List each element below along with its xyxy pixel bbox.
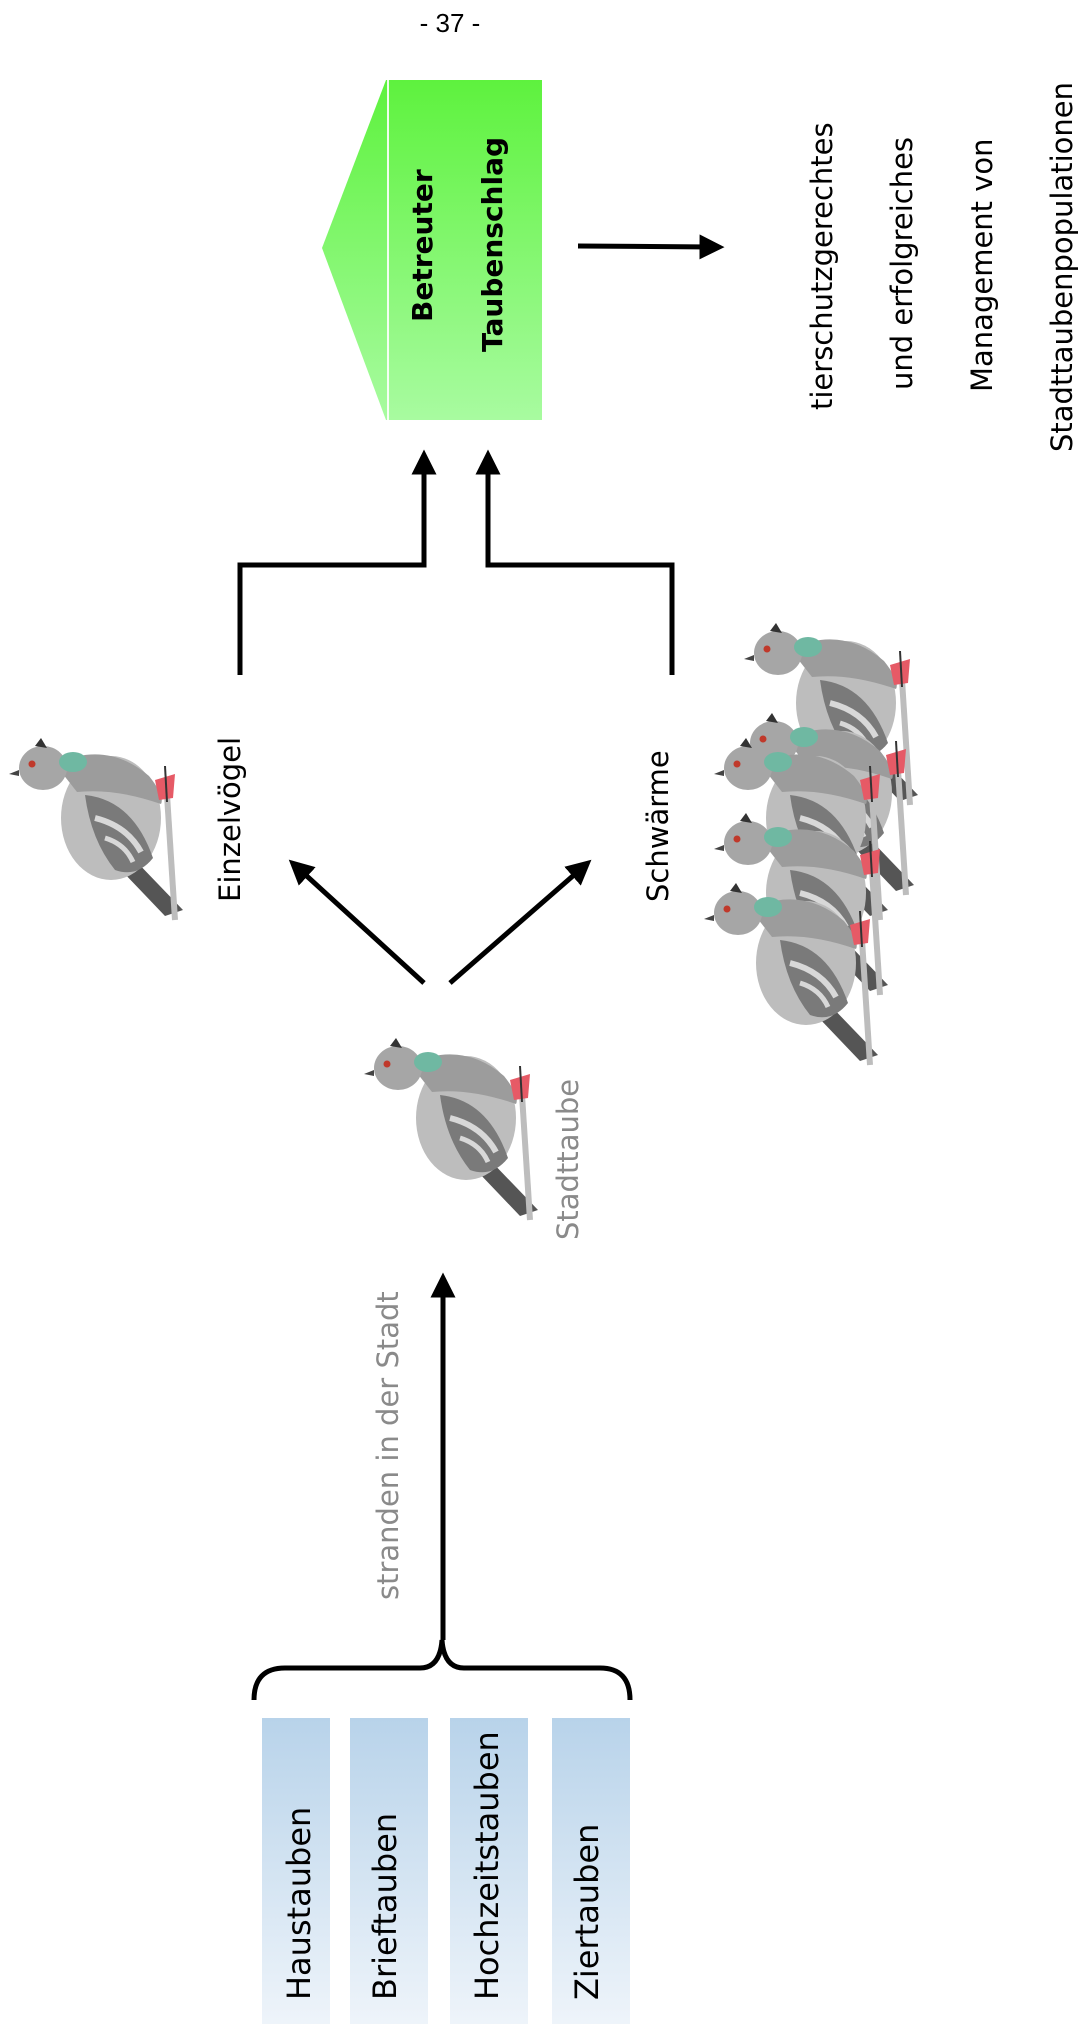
- source-label-2: Hochzeitstauben: [468, 1731, 506, 2000]
- connector-flock-to-loft: [475, 449, 675, 675]
- loft-box: [322, 80, 542, 420]
- source-label-1: Brieftauben: [366, 1813, 404, 2000]
- outcome-line-3: Stadttaubenpopulationen: [1045, 82, 1079, 452]
- arrow-to-single: [288, 859, 426, 985]
- source-boxes: Haustauben Brieftauben Hochzeitstauben Z…: [262, 1718, 630, 2024]
- page-number: - 37 -: [419, 8, 481, 38]
- arrow-to-outcome: [577, 234, 725, 260]
- loft-title-line2: Taubenschlag: [476, 137, 509, 352]
- outcome-line-1: und erfolgreiches: [885, 137, 919, 390]
- source-box-brieftauben: [350, 1718, 428, 2024]
- flock-pigeons-icon: [704, 623, 918, 1065]
- connector-single-to-loft: [237, 449, 437, 675]
- single-pigeon-icon: [9, 738, 183, 920]
- outcome-line-2: Management von: [965, 138, 999, 392]
- arrow-to-flock: [448, 859, 592, 985]
- flock-label: Schwärme: [641, 750, 675, 902]
- source-box-haustauben: [262, 1718, 330, 2024]
- city-pigeon-icon: [364, 1038, 538, 1220]
- strand-label: stranden in der Stadt: [371, 1291, 405, 1600]
- source-box-ziertauben: [552, 1718, 630, 2024]
- source-label-0: Haustauben: [280, 1807, 318, 2000]
- outcome-line-0: tierschutzgerechtes: [805, 122, 839, 410]
- source-box-hochzeitstauben: [450, 1718, 528, 2024]
- single-label: Einzelvögel: [213, 737, 247, 902]
- city-pigeon-label: Stadttaube: [551, 1079, 585, 1240]
- loft-title-line1: Betreuter: [406, 169, 439, 322]
- source-label-3: Ziertauben: [568, 1824, 606, 2000]
- grouping-brace: [251, 1639, 633, 1701]
